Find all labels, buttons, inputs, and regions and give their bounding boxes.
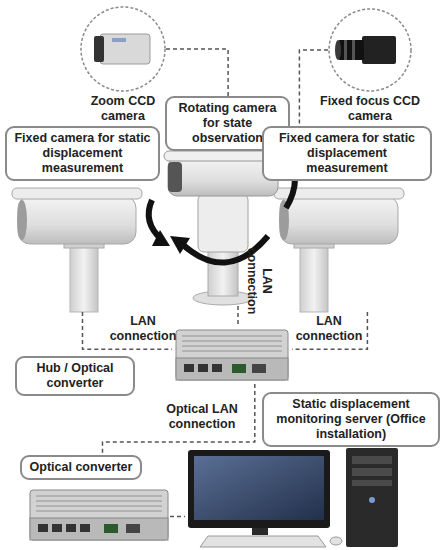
housing-window (168, 162, 182, 192)
monitor-stand (252, 528, 268, 535)
port (52, 524, 62, 532)
server-tower (346, 448, 398, 547)
port (126, 524, 140, 533)
fixed-camera-node: Fixed camera for static displacement mea… (5, 126, 160, 312)
zoom-camera-body (100, 34, 150, 64)
connector-label: Optical LAN connection (152, 402, 252, 432)
fixed-camera-lens (338, 40, 364, 60)
fixed-camera-body (362, 36, 396, 64)
device-front (30, 518, 168, 540)
pedestal-column (208, 250, 238, 296)
camera-pole (300, 244, 328, 312)
label-box: Fixed camera for static displacement mea… (262, 126, 432, 181)
arrow-head (170, 236, 190, 254)
drive-bay (352, 468, 392, 476)
port (198, 364, 208, 372)
sun-shield (12, 188, 142, 199)
port (184, 364, 194, 372)
fixed-camera-node: Fixed camera for static displacement mea… (262, 126, 432, 312)
zoom-camera-lens (94, 36, 104, 62)
camera-callout-circle: Zoom CCD camera (80, 6, 166, 92)
label-box: Hub / Optical converter (15, 356, 135, 396)
label-heading: Fixed focus CCD camera (320, 94, 420, 124)
port (66, 524, 76, 532)
converter-node: Optical converter (20, 455, 170, 543)
monitor-screen (194, 456, 324, 520)
camera-pole (70, 244, 98, 312)
arrow-head (152, 230, 170, 246)
monitor-frame (188, 450, 330, 528)
port (212, 364, 222, 372)
zoom-camera-badge (112, 38, 126, 42)
port (232, 364, 246, 373)
converter-device (30, 490, 168, 540)
camera-housing (280, 196, 398, 244)
lan-connector (166, 49, 228, 96)
camera-housing (18, 196, 136, 244)
connector-label: LAN connection (106, 314, 180, 344)
drive-bay (352, 456, 392, 464)
label-box: Fixed camera for static displacement mea… (5, 126, 160, 181)
lens-ring (344, 40, 347, 60)
lens-front (335, 40, 341, 60)
connector-label: LAN connection (292, 314, 366, 344)
mouse (330, 537, 342, 545)
hub-device (176, 330, 288, 380)
connector-label: LAN connection (244, 244, 274, 318)
circle-outline (328, 8, 412, 92)
heat-fins (182, 336, 282, 351)
hub-node: Hub / Optical converter (172, 326, 292, 384)
label-heading: Zoom CCD camera (82, 94, 164, 124)
callout-circle (81, 7, 165, 91)
label-box: Static displacement monitoring server (O… (262, 392, 440, 447)
label-box: Optical converter (20, 455, 142, 480)
lens-ring (352, 40, 355, 60)
device-front (176, 358, 288, 380)
camera-callout-circle: Fixed focus CCD camera (328, 8, 412, 92)
port (104, 524, 118, 533)
keyboard (200, 536, 326, 547)
lan-connector (299, 50, 328, 126)
drive-bay (352, 480, 392, 486)
lan-connector (237, 306, 239, 326)
port (80, 524, 90, 532)
pan-tilt-head (198, 194, 248, 252)
circle-outline (80, 6, 166, 92)
port (38, 524, 48, 532)
housing-front (17, 200, 27, 240)
heat-fins (36, 496, 162, 511)
lan-connector (170, 516, 185, 518)
callout-circle (329, 9, 411, 91)
power-button (369, 497, 375, 503)
port (252, 364, 266, 373)
lan-connector (292, 312, 367, 349)
